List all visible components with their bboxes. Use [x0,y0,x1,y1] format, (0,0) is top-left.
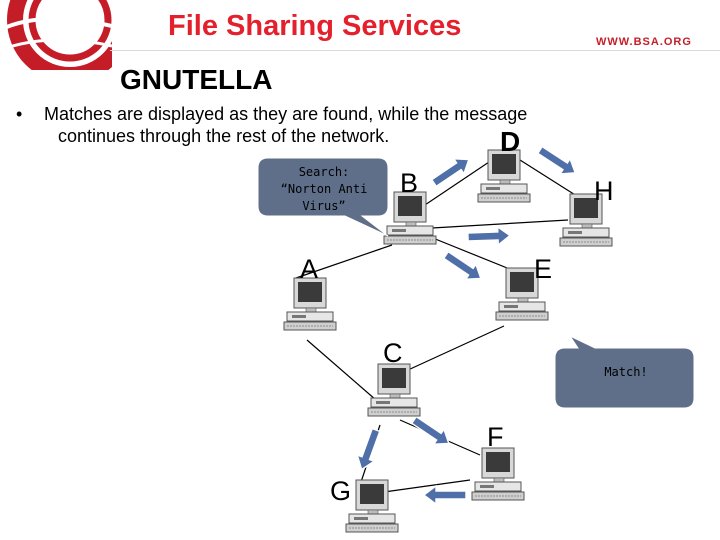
link-b-h [431,219,569,229]
node-label-f: F [487,422,504,452]
arrow-b-to-e [440,246,487,287]
node-label-a: A [300,254,319,284]
site-url: WWW.BSA.ORG [596,36,692,48]
computer-b [383,191,437,245]
arrow-c-to-f [408,411,455,452]
link-f-g [383,479,471,493]
computer-f [471,447,525,501]
match-callout-bubble [554,334,695,409]
link-a-b [295,244,393,279]
link-c-e [407,325,505,371]
bsa-logo [0,0,112,70]
node-label-g: G [330,476,352,506]
node-label-e: E [534,254,553,284]
computer-a [283,277,337,331]
bullet-line-2: continues through the rest of the networ… [58,126,390,146]
bullet-line-1: Matches are displayed as they are found,… [44,104,528,124]
arrow-a-to-c [352,426,386,474]
arrow-d-to-h [534,141,581,182]
arrow-b-to-d [428,151,475,192]
node-label-d: D [500,126,521,157]
slide-title: File Sharing Services [168,10,462,42]
section-heading: GNUTELLA [120,64,273,95]
node-label-h: H [594,176,614,206]
title-divider [110,50,720,51]
arrow-f-to-g [423,485,467,505]
search-callout-bubble [257,157,389,237]
bullet-symbol: • [16,104,23,124]
node-label-b: B [400,168,419,198]
link-a-c [306,339,377,401]
match-callout-text: Match! [604,365,648,379]
node-label-c: C [383,338,403,368]
arrow-b-to-h [466,225,511,247]
computer-c [367,363,421,417]
link-d-h [519,159,581,199]
search-callout-text: Search: “Norton Anti Virus” [280,165,368,213]
bullet-text: • Matches are displayed as they are foun… [16,103,546,147]
computer-g [345,479,399,533]
